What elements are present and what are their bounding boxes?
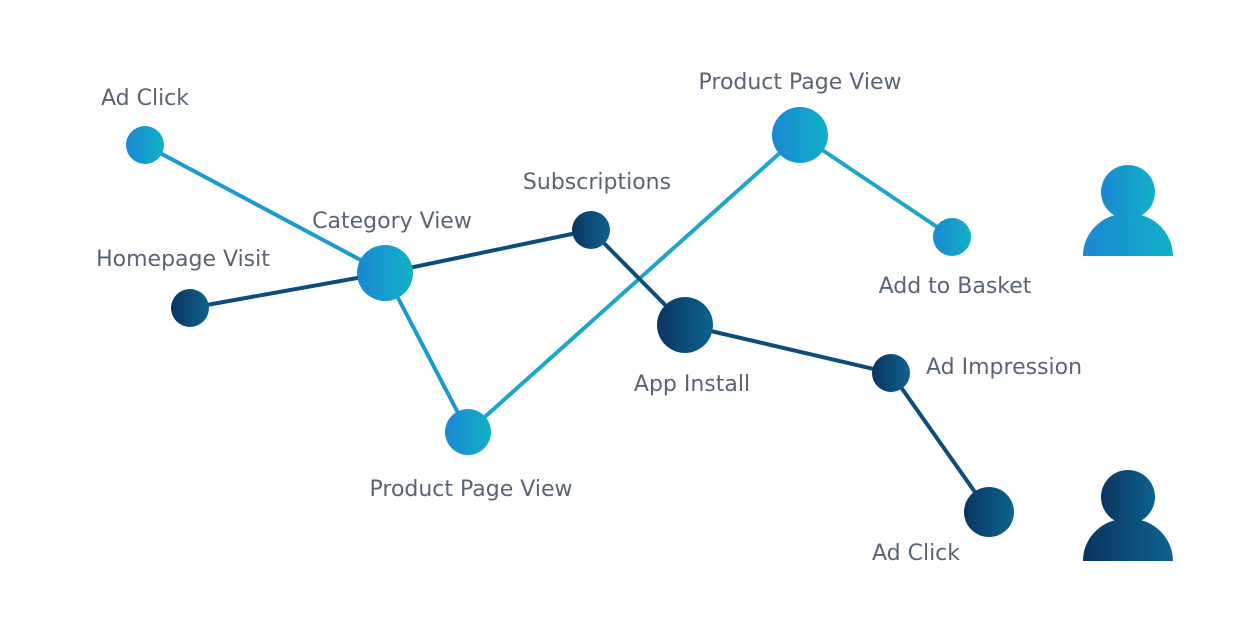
- node-app-install: [657, 297, 713, 353]
- user-icon: [1083, 470, 1173, 561]
- label-category-view: Category View: [312, 209, 472, 234]
- node-category-view: [357, 245, 413, 301]
- label-app-install: App Install: [634, 372, 750, 397]
- path-segment: [188, 271, 387, 310]
- label-product-page-view-bottom: Product Page View: [370, 477, 573, 502]
- node-homepage-visit: [171, 289, 209, 327]
- path-segment: [683, 323, 893, 375]
- label-add-to-basket: Add to Basket: [879, 274, 1032, 299]
- path-segment: [798, 133, 954, 239]
- dark-journey-path: [188, 228, 991, 514]
- node-product-page-view-bottom: [445, 409, 491, 455]
- path-segment: [383, 271, 470, 434]
- path-segment: [383, 228, 593, 275]
- node-ad-click-bottom: [964, 487, 1014, 537]
- node-add-to-basket: [933, 218, 971, 256]
- label-ad-click-bottom: Ad Click: [872, 541, 960, 566]
- path-segment: [889, 371, 991, 514]
- label-subscriptions: Subscriptions: [523, 170, 671, 195]
- node-product-page-view-top: [772, 107, 828, 163]
- user-icon: [1083, 165, 1173, 256]
- label-ad-click-top: Ad Click: [101, 86, 189, 111]
- light-journey-path: [143, 133, 954, 434]
- node-ad-impression: [872, 354, 910, 392]
- label-ad-impression: Ad Impression: [926, 355, 1082, 380]
- node-subscriptions: [572, 211, 610, 249]
- node-ad-click-top: [126, 126, 164, 164]
- label-homepage-visit: Homepage Visit: [96, 247, 270, 272]
- path-segment: [466, 133, 802, 434]
- path-segment: [143, 143, 387, 275]
- label-product-page-view-top: Product Page View: [699, 70, 902, 95]
